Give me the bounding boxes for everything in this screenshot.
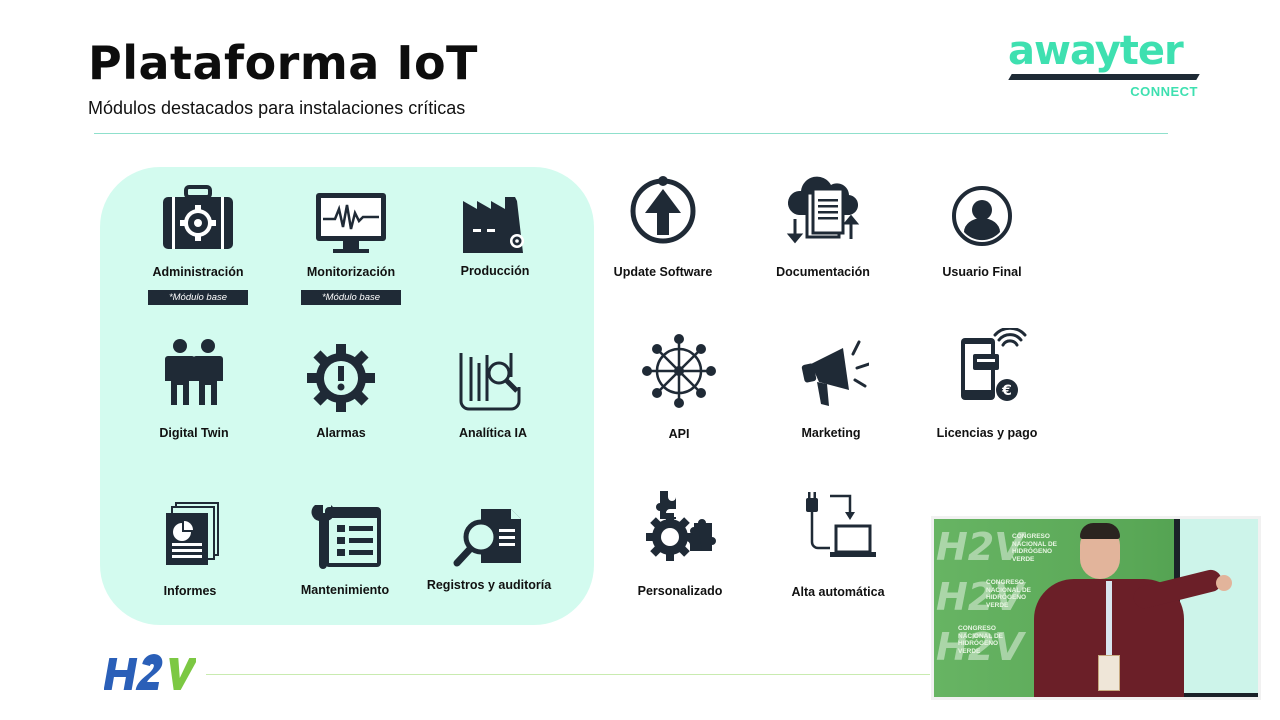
title-divider <box>94 133 1168 134</box>
speaker-hand <box>1216 575 1232 591</box>
base-module-badge: *Módulo base <box>148 290 248 305</box>
gear-puzzle-icon <box>642 487 718 563</box>
svg-text:€: € <box>1001 383 1012 399</box>
projection-screen <box>1174 519 1258 697</box>
plug-laptop-icon <box>800 490 876 566</box>
alarm-gear-icon <box>303 340 379 416</box>
module-monitorizacion[interactable]: Monitorización *Módulo base <box>276 183 426 333</box>
twin-people-icon <box>156 338 232 414</box>
module-usuario-final[interactable]: Usuario Final <box>907 178 1057 328</box>
toolbox-gear-icon <box>160 183 236 259</box>
logo-wordmark: awayter <box>1008 28 1184 74</box>
module-produccion[interactable]: Producción <box>420 183 570 333</box>
h2v-logo <box>103 654 199 694</box>
speaker-hair <box>1080 523 1120 539</box>
module-marketing[interactable]: Marketing <box>756 334 906 484</box>
footer-divider <box>206 674 930 675</box>
module-label: Administración <box>152 265 244 279</box>
module-administracion[interactable]: Administración *Módulo base <box>123 183 273 333</box>
video-watermark: H2V <box>936 625 1024 669</box>
module-label: Digital Twin <box>159 426 229 440</box>
module-digital-twin[interactable]: Digital Twin <box>119 338 269 488</box>
video-watermark: H2V <box>936 525 1024 569</box>
logo-subtitle: CONNECT <box>1130 84 1198 99</box>
module-licencias-pago[interactable]: € Licencias y pago <box>912 328 1062 478</box>
analytics-magnifier-icon <box>455 343 531 419</box>
module-update-software[interactable]: Update Software <box>588 173 738 323</box>
module-alarmas[interactable]: Alarmas <box>266 340 416 490</box>
awayter-connect-logo: awayter CONNECT <box>1008 28 1204 104</box>
page-subtitle: Módulos destacados para instalaciones cr… <box>88 98 466 118</box>
update-arrow-icon <box>625 173 701 249</box>
base-module-badge: *Módulo base <box>301 290 401 305</box>
video-watermark: H2V <box>936 575 1024 619</box>
monitor-pulse-icon <box>313 183 389 259</box>
page-title: Plataforma IoT <box>88 36 478 90</box>
module-label: Marketing <box>801 426 861 440</box>
user-icon <box>944 178 1020 254</box>
module-label: Usuario Final <box>942 265 1022 279</box>
module-label: Personalizado <box>637 584 723 598</box>
network-api-icon <box>641 333 717 409</box>
factory-icon <box>457 183 533 259</box>
maintenance-wrench-icon <box>307 501 383 577</box>
module-label: Informes <box>163 584 217 598</box>
module-label: Update Software <box>613 265 713 279</box>
logo-stripe <box>1008 74 1200 80</box>
speaker-lanyard <box>1106 581 1112 661</box>
module-alta-automatica[interactable]: Alta automática <box>763 490 913 640</box>
module-registros-auditoria[interactable]: Registros y auditoría <box>414 503 564 653</box>
module-label: API <box>668 427 690 441</box>
module-label: Registros y auditoría <box>426 578 552 592</box>
speaker-badge <box>1098 655 1120 691</box>
module-label: Alarmas <box>316 426 366 440</box>
module-analitica-ia[interactable]: Analítica IA <box>418 343 568 493</box>
audit-magnifier-icon <box>451 503 527 579</box>
module-label: Alta automática <box>791 585 885 599</box>
reports-icon <box>152 497 228 573</box>
module-label: Analítica IA <box>458 426 528 440</box>
module-label: Producción <box>460 264 530 278</box>
module-label: Documentación <box>776 265 870 279</box>
cloud-documents-icon <box>785 169 861 245</box>
module-personalizado[interactable]: Personalizado <box>605 487 755 637</box>
module-informes[interactable]: Informes <box>115 497 265 647</box>
phone-payment-icon: € <box>957 328 1033 404</box>
module-label: Licencias y pago <box>936 426 1038 440</box>
module-api[interactable]: API <box>604 333 754 483</box>
module-documentacion[interactable]: Documentación <box>748 169 898 319</box>
megaphone-icon <box>793 334 869 410</box>
module-label: Monitorización <box>306 265 396 279</box>
module-label: Mantenimiento <box>300 583 390 597</box>
module-mantenimiento[interactable]: Mantenimiento <box>270 501 420 651</box>
